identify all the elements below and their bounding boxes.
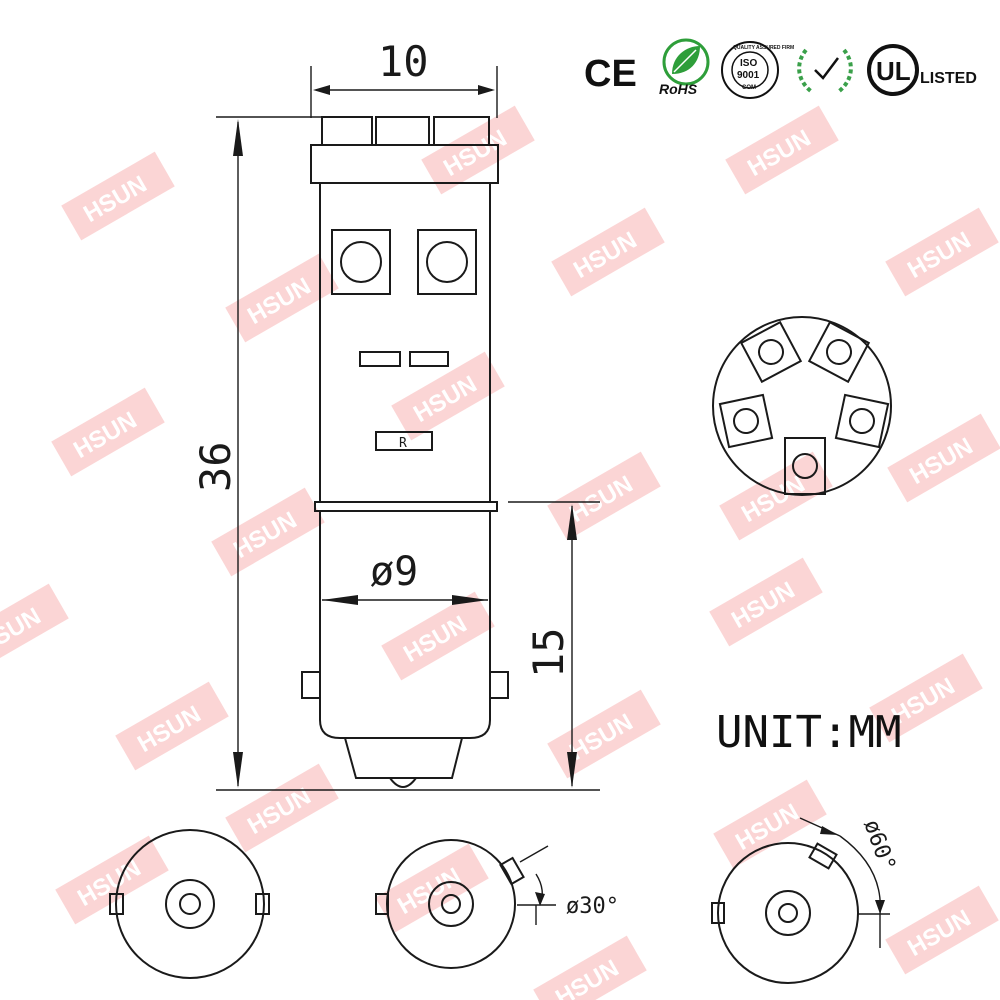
watermark-stamp: HSUN [0, 583, 69, 673]
dim-base-diameter: ø9 [370, 549, 418, 595]
ul-listed-text: LISTED [920, 70, 977, 87]
watermark-stamp: HSUN [61, 151, 175, 241]
pin-angle-30: ø30° [566, 894, 619, 919]
rohs-text: RoHS [659, 81, 698, 97]
bottom-view-straight-pins [109, 829, 270, 979]
certification-logos: CE RoHS QUALITY ASSURED FIRM ISO 9001 CO… [584, 38, 977, 99]
resistor-component [375, 431, 433, 451]
dim-top-width: 10 [378, 37, 429, 86]
resistor-label: R [399, 436, 407, 451]
bulb-top-view [712, 316, 892, 496]
watermark-stamp: HSUN [115, 681, 229, 771]
dim-overall-height: 36 [191, 441, 240, 492]
unit-label: UNIT:MM [716, 707, 901, 758]
iso-ring-text: QUALITY ASSURED FIRM [733, 45, 794, 51]
rohs-logo: RoHS [659, 38, 710, 97]
iso-bottom-text: COM [742, 85, 756, 91]
dimension-lines: 10 36 ø9 15 [191, 37, 600, 791]
dim-base-height: 15 [524, 627, 573, 678]
iso-logo: QUALITY ASSURED FIRM ISO 9001 COM [721, 41, 794, 99]
watermark-stamp: HSUN [885, 207, 999, 297]
watermark-stamp: HSUN [375, 843, 489, 933]
watermark-stamp: HSUN [547, 451, 661, 541]
watermark-stamp: HSUN [225, 253, 339, 343]
watermark-stamp: HSUN [725, 105, 839, 195]
watermark-stamp: HSUN [421, 105, 535, 195]
watermark-stamp: HSUN [533, 935, 647, 1000]
watermark-stamp: HSUN [547, 689, 661, 779]
ul-mark-text: UL [876, 56, 911, 86]
pin-angle-60: ø60° [858, 817, 900, 875]
watermark-stamp: HSUN [381, 591, 495, 681]
iso-top-text: ISO [740, 58, 757, 69]
watermark-stamp: HSUN [55, 835, 169, 925]
watermark-stamp: HSUN [709, 557, 823, 647]
watermark-stamp: HSUN [885, 885, 999, 975]
ce-mark: CE [584, 53, 637, 95]
bulb-side-view: R [301, 116, 509, 788]
watermark-stamp: HSUN [551, 207, 665, 297]
watermark-stamp: HSUN [887, 413, 1000, 503]
ul-listed-logo: UL LISTED [867, 44, 977, 96]
bottom-view-30-degree: ø30° [375, 839, 619, 969]
iso-number-text: 9001 [737, 70, 760, 81]
watermark-stamp: HSUN [225, 763, 339, 853]
laurel-check-logo [797, 48, 853, 94]
watermark-stamp: HSUN [211, 487, 325, 577]
watermark-stamp: HSUN [51, 387, 165, 477]
